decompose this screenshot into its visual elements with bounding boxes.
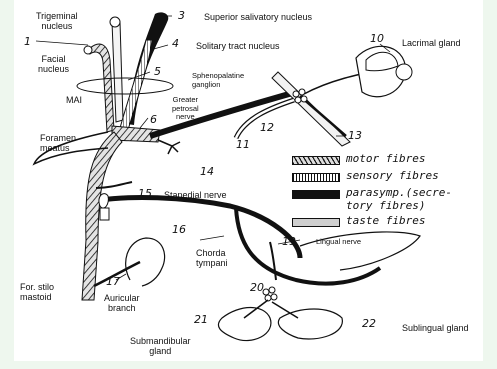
legend-taste: taste fibres	[346, 215, 425, 227]
label-lacrimal-gland: Lacrimal gland	[402, 38, 461, 48]
number-3: 3	[178, 10, 185, 22]
number-11: 11	[236, 139, 250, 151]
label-submandibular-gland: Submandibular gland	[130, 336, 191, 356]
number-6: 6	[150, 114, 157, 126]
label-mai: MAI	[66, 95, 82, 105]
label-lingual-nerve: Lingual nerve	[316, 238, 361, 247]
label-auricular-branch: Auricular branch	[104, 293, 140, 313]
label-for-stilo-mastoid: For. stilo mastoid	[20, 282, 54, 302]
number-12: 12	[260, 122, 274, 134]
chorda-tympani	[270, 242, 276, 280]
submandibular-gland	[218, 308, 271, 341]
number-14: 14	[200, 166, 214, 178]
trigeminal-root	[112, 22, 123, 122]
number-1: 1	[24, 36, 31, 48]
branch-14	[158, 140, 180, 154]
label-solitary-tract: Solitary tract nucleus	[196, 41, 280, 51]
number-22: 22	[362, 318, 376, 330]
nerve-13	[300, 96, 346, 136]
label-facial-nucleus: Facial nucleus	[38, 54, 69, 74]
trigeminal-nucleus-blob	[110, 17, 120, 27]
legend-swatch-sensory	[292, 173, 340, 182]
auricle	[126, 238, 165, 286]
number-16: 16	[172, 224, 186, 236]
label-chorda-tympani: Chorda tympani	[196, 248, 228, 268]
number-4: 4	[172, 38, 179, 50]
label-sphenopalatine: Sphenopalatine ganglion	[192, 72, 244, 89]
submandibular-ganglion	[263, 287, 277, 301]
number-17: 17	[106, 276, 120, 288]
label-stapedial-nerve: Stapedial nerve	[164, 190, 227, 200]
legend-swatch-motor	[292, 156, 340, 165]
label-sublingual-gland: Sublingual gland	[402, 323, 469, 333]
legend-sensory: sensory fibres	[346, 170, 439, 182]
legend-parasymp-line2: tory fibres)	[346, 200, 425, 212]
number-13: 13	[348, 130, 362, 142]
motor-root	[90, 44, 114, 132]
mai-ellipse	[77, 78, 173, 94]
number-5: 5	[154, 66, 161, 78]
facial-nucleus-blob	[84, 46, 92, 54]
solitary-tract-root	[120, 40, 152, 130]
label-greater-petrosal: Greater petrosal nerve	[172, 96, 199, 122]
sublingual-gland	[278, 309, 342, 339]
legend-swatch-taste	[292, 218, 340, 227]
number-15: 15	[138, 188, 152, 200]
legend-motor: motor fibres	[346, 153, 425, 165]
maxillary-tube	[272, 72, 350, 146]
label-foramen-meatus: Foramen meatus	[40, 133, 76, 153]
ossicle	[99, 194, 108, 208]
label-superior-salivatory: Superior salivatory nucleus	[204, 12, 312, 22]
label-trigeminal-nucleus: Trigeminal nucleus	[36, 11, 78, 31]
stapes-box	[100, 208, 109, 220]
legend-parasymp-line1: parasymp.(secre-	[346, 187, 452, 199]
eye-lacrimal	[356, 46, 412, 96]
number-19: 19	[282, 236, 296, 248]
number-10: 10	[370, 33, 384, 45]
number-21: 21	[194, 314, 208, 326]
number-20: 20	[250, 282, 264, 294]
legend-swatch-parasymp	[292, 190, 340, 199]
